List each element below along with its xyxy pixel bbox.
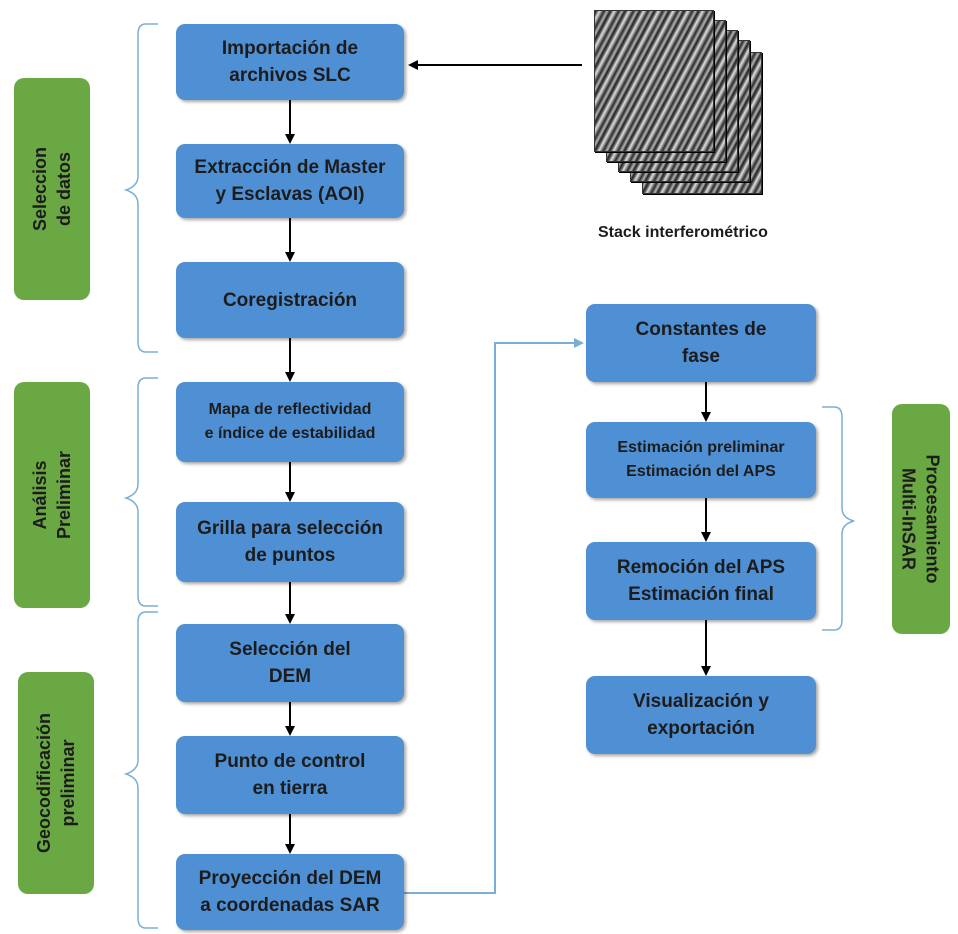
stack-frame-1	[594, 10, 714, 152]
group-geocodificacion-label: Geocodificación preliminar	[34, 712, 78, 854]
connector-proyeccion-constantes	[403, 338, 584, 894]
step-coregistracion: Coregistración	[176, 262, 404, 338]
step-extraccion-master-esclavas: Extracción de Master y Esclavas (AOI)	[176, 144, 404, 218]
step-mapa-label: Mapa de reflectividad e índice de estabi…	[204, 401, 376, 442]
step-remocion-label: Remoción del APS Estimación final	[616, 557, 786, 605]
step-grilla-label: Grilla para selección de puntos	[197, 518, 383, 566]
step-proyeccion-dem-sar: Proyección del DEM a coordenadas SAR	[176, 854, 404, 930]
step-seleccion-dem-label: Selección del DEM	[229, 639, 351, 687]
step-coregistracion-label: Coregistración	[222, 289, 358, 311]
group-seleccion-label: Seleccion de datos	[30, 146, 75, 232]
bracket-geocodificacion	[123, 611, 158, 929]
bracket-procesamiento	[822, 406, 855, 631]
step-punto-control-tierra: Punto de control en tierra	[176, 736, 404, 814]
group-procesamiento-label: Procesamiento Multi-InSAR	[899, 454, 943, 584]
step-constantes-label: Constantes de fase	[635, 319, 767, 367]
step-constantes-fase: Constantes de fase	[586, 304, 816, 382]
step-proyeccion-label: Proyección del DEM a coordenadas SAR	[198, 868, 382, 916]
group-procesamiento-multi-insar: Procesamiento Multi-InSAR	[892, 404, 950, 634]
step-remocion-aps: Remoción del APS Estimación final	[586, 542, 816, 620]
step-importacion-label: Importación de archivos SLC	[221, 38, 359, 86]
step-punto-control-label: Punto de control en tierra	[214, 751, 366, 799]
step-seleccion-dem: Selección del DEM	[176, 624, 404, 702]
step-mapa-reflectividad: Mapa de reflectividad e índice de estabi…	[176, 382, 404, 462]
group-analisis-preliminar: Análisis Preliminar	[14, 382, 90, 608]
step-extraccion-label: Extracción de Master y Esclavas (AOI)	[194, 157, 386, 205]
step-estimacion-label: Estimación preliminar Estimación del APS	[617, 439, 785, 480]
step-visualizacion-label: Visualización y exportación	[633, 691, 769, 739]
stack-caption: Stack interferométrico	[598, 224, 768, 241]
step-grilla-seleccion-puntos: Grilla para selección de puntos	[176, 502, 404, 582]
group-seleccion-datos: Seleccion de datos	[14, 78, 90, 300]
group-analisis-label: Análisis Preliminar	[30, 450, 75, 540]
step-estimacion-preliminar: Estimación preliminar Estimación del APS	[586, 422, 816, 498]
bracket-analisis	[123, 377, 158, 607]
step-importacion-slc: Importación de archivos SLC	[176, 24, 404, 100]
step-visualizacion-exportacion: Visualización y exportación	[586, 676, 816, 754]
group-geocodificacion-preliminar: Geocodificación preliminar	[18, 672, 94, 894]
bracket-seleccion	[123, 23, 158, 353]
